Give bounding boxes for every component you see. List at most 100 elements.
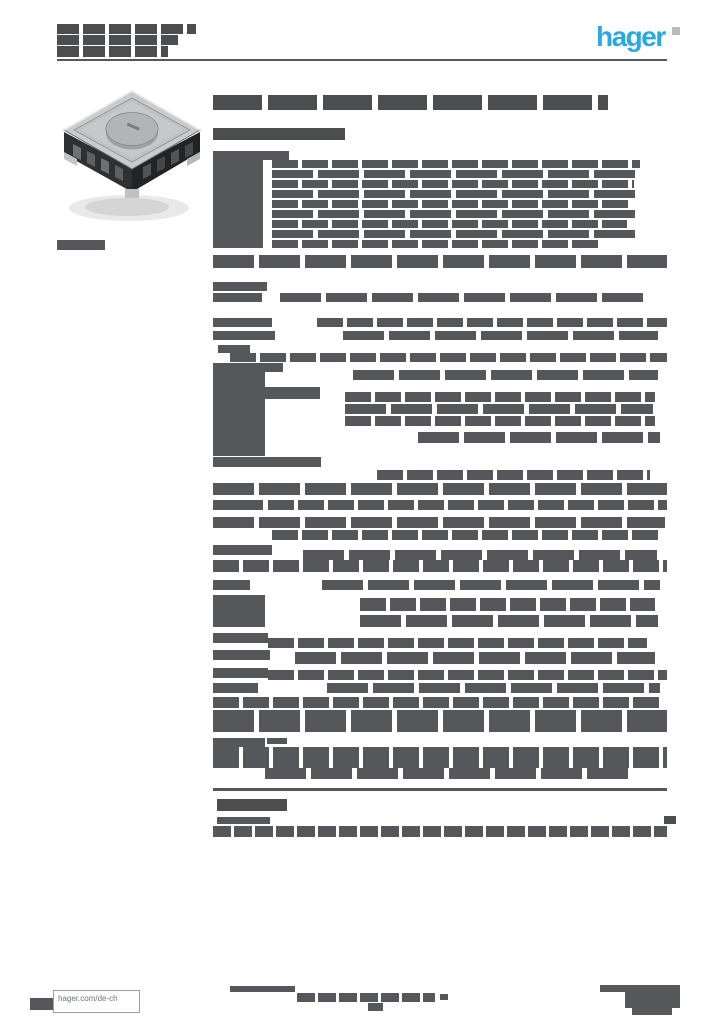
redacted-text-bar — [360, 598, 655, 611]
redacted-text-bar — [213, 545, 272, 555]
redacted-text-bar — [213, 517, 665, 528]
redacted-text-bar — [57, 59, 667, 61]
base-slot — [87, 151, 95, 167]
redacted-text-bar — [368, 1003, 383, 1011]
redacted-text-bar — [272, 210, 635, 218]
redacted-text-bar — [213, 282, 267, 291]
hager-logo: hager — [596, 21, 666, 52]
redacted-text-bar — [268, 670, 667, 680]
redacted-text-bar — [57, 46, 168, 57]
redacted-text-bar — [267, 738, 287, 744]
redacted-text-bar — [353, 370, 658, 380]
redacted-text-bar — [295, 652, 655, 664]
redacted-text-bar — [272, 160, 640, 168]
redacted-text-bar — [272, 220, 627, 228]
redacted-text-bar — [268, 638, 647, 648]
redacted-text-bar — [213, 826, 667, 837]
redacted-text-bar — [213, 293, 262, 302]
product-image — [62, 90, 202, 221]
redacted-text-bar — [377, 470, 650, 480]
redacted-text-bar — [625, 985, 680, 1008]
redacted-text-bar — [213, 500, 263, 510]
redacted-text-bar — [213, 580, 250, 590]
base-slot — [171, 149, 179, 165]
redacted-text-bar — [57, 240, 105, 250]
base-right-face — [132, 132, 200, 192]
redacted-text-bar — [218, 345, 250, 353]
base-slot — [157, 156, 165, 172]
top-edge-highlight — [63, 90, 201, 131]
redacted-text-bar — [272, 530, 660, 540]
redacted-text-bar — [213, 370, 265, 456]
redacted-text-bar — [213, 483, 667, 495]
product-shadow — [69, 195, 189, 221]
redacted-text-bar — [418, 432, 660, 443]
redacted-text-bar — [360, 615, 658, 627]
redacted-text-bar — [268, 500, 667, 510]
cover-slot — [126, 122, 140, 131]
redacted-text-bar — [272, 190, 640, 198]
redacted-text-bar — [322, 580, 660, 590]
round-cover — [105, 112, 159, 146]
base-slot — [101, 158, 109, 174]
redacted-text-bar — [272, 170, 638, 178]
redacted-text-bar — [213, 697, 660, 708]
redacted-text-bar — [213, 747, 667, 768]
foot-center — [125, 189, 139, 198]
redacted-text-bar — [303, 550, 657, 560]
redacted-text-bar — [440, 994, 448, 1000]
redacted-text-bar — [272, 230, 640, 238]
redacted-text-bar — [213, 331, 275, 340]
redacted-text-bar — [664, 816, 676, 824]
redacted-text-bar — [327, 683, 660, 693]
redacted-text-bar — [213, 255, 667, 268]
redacted-text-bar — [272, 240, 602, 248]
redacted-text-bar — [213, 650, 270, 660]
product-shadow-inner — [85, 198, 169, 216]
foot-left — [64, 152, 77, 166]
redacted-text-bar — [217, 817, 270, 824]
redacted-text-bar — [213, 151, 289, 160]
redacted-text-bar — [213, 95, 608, 110]
redacted-text-bar — [213, 710, 667, 732]
redacted-text-bar — [600, 985, 625, 992]
redacted-text-bar — [317, 318, 667, 327]
redacted-text-bar — [345, 404, 653, 414]
foot-right — [187, 152, 200, 166]
footer-url-box: hager.com/de-ch — [53, 990, 140, 1013]
redacted-text-bar — [230, 986, 295, 992]
redacted-text-bar — [297, 993, 435, 1002]
redacted-text-bar — [230, 353, 667, 362]
redacted-text-bar — [213, 595, 265, 627]
base-slot — [143, 163, 151, 179]
base-slot — [73, 144, 81, 160]
redacted-text-bar — [632, 1008, 672, 1015]
logo-square-mark — [672, 27, 680, 35]
redacted-text-bar — [213, 160, 263, 248]
redacted-text-bar — [57, 35, 178, 45]
redacted-text-bar — [213, 683, 258, 693]
redacted-text-bar — [213, 788, 667, 791]
redacted-text-bar — [213, 457, 321, 467]
redacted-text-bar — [345, 416, 655, 426]
redacted-text-bar — [213, 318, 272, 327]
redacted-text-bar — [345, 392, 655, 402]
redacted-text-bar — [265, 768, 632, 779]
redacted-text-bar — [343, 331, 658, 340]
redacted-text-bar — [213, 128, 345, 140]
redacted-text-bar — [272, 180, 634, 188]
redacted-text-bar — [213, 738, 265, 747]
redacted-text-bar — [57, 24, 196, 34]
redacted-text-bar — [215, 387, 320, 399]
redacted-text-bar — [213, 633, 268, 643]
redacted-text-bar — [213, 560, 667, 572]
redacted-text-bar — [30, 998, 53, 1010]
redacted-text-bar — [217, 799, 287, 811]
base-slot — [115, 165, 123, 181]
redacted-text-bar — [280, 293, 648, 302]
redacted-text-bar — [213, 668, 268, 678]
redacted-text-bar — [213, 363, 283, 372]
base-slot — [185, 142, 193, 158]
footer-url-text[interactable]: hager.com/de-ch — [58, 994, 118, 1003]
